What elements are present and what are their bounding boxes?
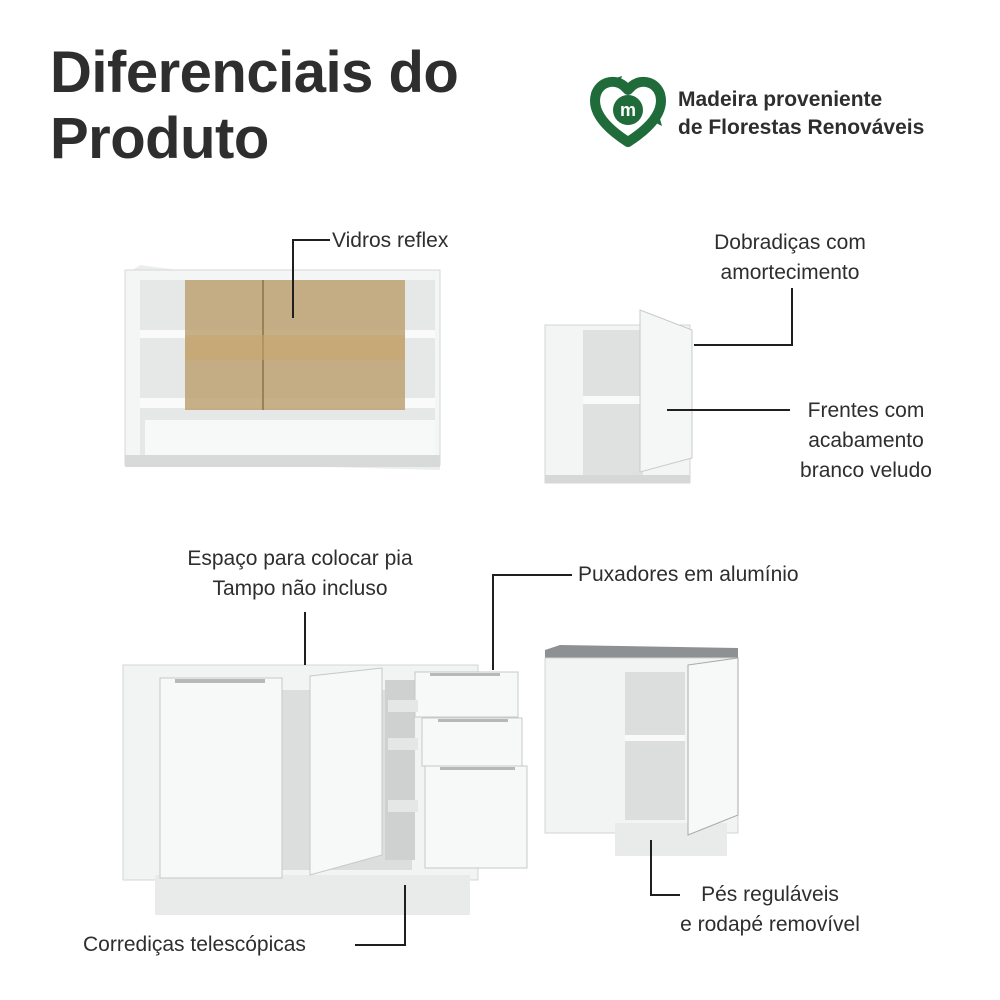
badge-text: Madeira proveniente de Florestas Renováv… [678, 86, 924, 142]
label-sink-line-1: Espaço para colocar pia [187, 547, 413, 570]
recycle-leaf-icon: m [590, 76, 666, 147]
label-fronts-line-2: acabamento [808, 429, 924, 452]
label-glass: Vidros reflex [332, 229, 449, 252]
label-feet-line-1: Pés reguláveis [701, 883, 839, 906]
label-fronts-line-1: Frentes com [807, 399, 925, 422]
label-hinges-line-2: amortecimento [720, 261, 860, 284]
label-feet: Pés reguláveis e rodapé removível [655, 880, 885, 940]
renewable-wood-badge: m Madeira proveniente de Florestas Renov… [588, 72, 968, 152]
badge-line-2: de Florestas Renováveis [678, 116, 925, 139]
logo-letter: m [620, 100, 636, 120]
label-sink-line-2: Tampo não incluso [212, 577, 388, 600]
page-title: Diferenciais do Produto [50, 40, 459, 172]
label-hinges: Dobradiças com amortecimento [690, 228, 890, 288]
sink-base-cabinet [122, 664, 528, 915]
label-feet-line-2: e rodapé removível [680, 913, 860, 936]
label-sink-space: Espaço para colocar pia Tampo não inclus… [145, 544, 455, 604]
label-fronts: Frentes com acabamento branco veludo [776, 396, 956, 486]
label-fronts-line-3: branco veludo [800, 459, 932, 482]
small-base-cabinet [544, 645, 739, 856]
label-handles: Puxadores em alumínio [578, 563, 799, 586]
upper-cabinet-open-door [544, 309, 693, 484]
label-slides: Corrediças telescópicas [83, 933, 306, 956]
label-hinges-line-1: Dobradiças com [714, 231, 866, 254]
title-line-1: Diferenciais do [50, 40, 459, 105]
badge-line-1: Madeira proveniente [678, 88, 883, 111]
wall-cabinet-glass [124, 265, 441, 470]
title-line-2: Produto [50, 106, 269, 171]
